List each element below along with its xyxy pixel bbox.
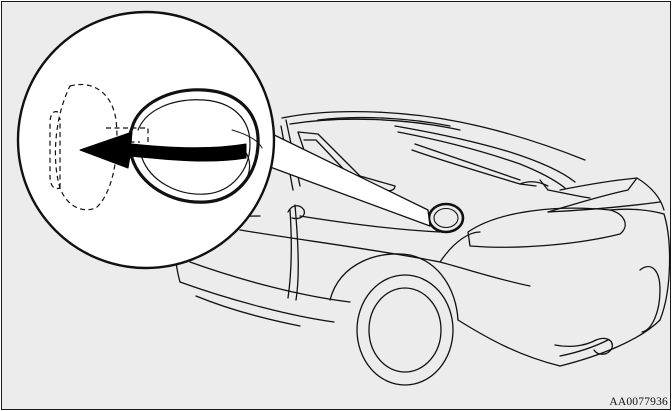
- callout-leader: [262, 130, 430, 226]
- figure-code: AA0077936: [609, 396, 668, 408]
- magnifier-inset: [18, 12, 274, 268]
- fuel-door-icon: [429, 204, 463, 232]
